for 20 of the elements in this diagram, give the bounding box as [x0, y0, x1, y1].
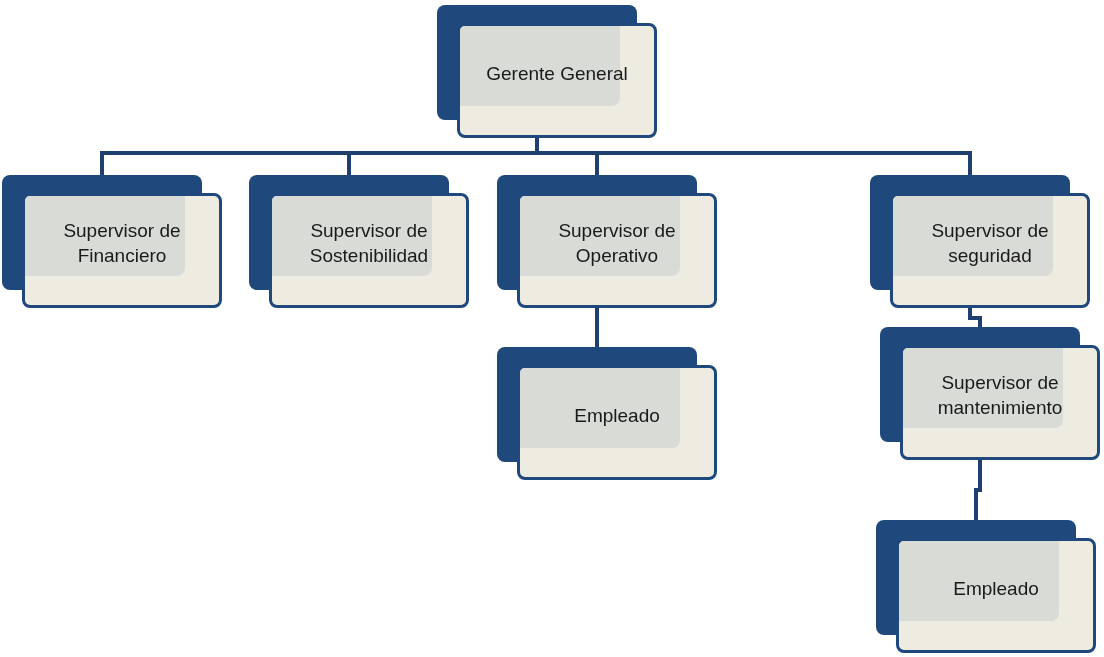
org-box [437, 5, 657, 138]
connector-line [968, 308, 982, 327]
org-box [497, 347, 717, 480]
box-label: Empleado [574, 403, 660, 428]
org-box [876, 520, 1096, 653]
connector-line [974, 460, 982, 520]
box-label: Supervisor de seguridad [930, 219, 1050, 268]
connector-line [595, 308, 599, 347]
org-box [870, 175, 1090, 308]
box-label: Gerente General [486, 61, 628, 86]
box-label: Supervisor de Operativo [557, 219, 677, 268]
box-label: Empleado [953, 576, 1039, 601]
org-box [2, 175, 222, 308]
box-label: Supervisor de Financiero [62, 219, 182, 268]
box-label: Supervisor de mantenimiento [936, 371, 1064, 420]
connector-line [535, 138, 972, 175]
org-box [497, 175, 717, 308]
org-box [249, 175, 469, 308]
org-box [880, 327, 1100, 460]
box-label: Supervisor de Sostenibilidad [308, 219, 430, 268]
